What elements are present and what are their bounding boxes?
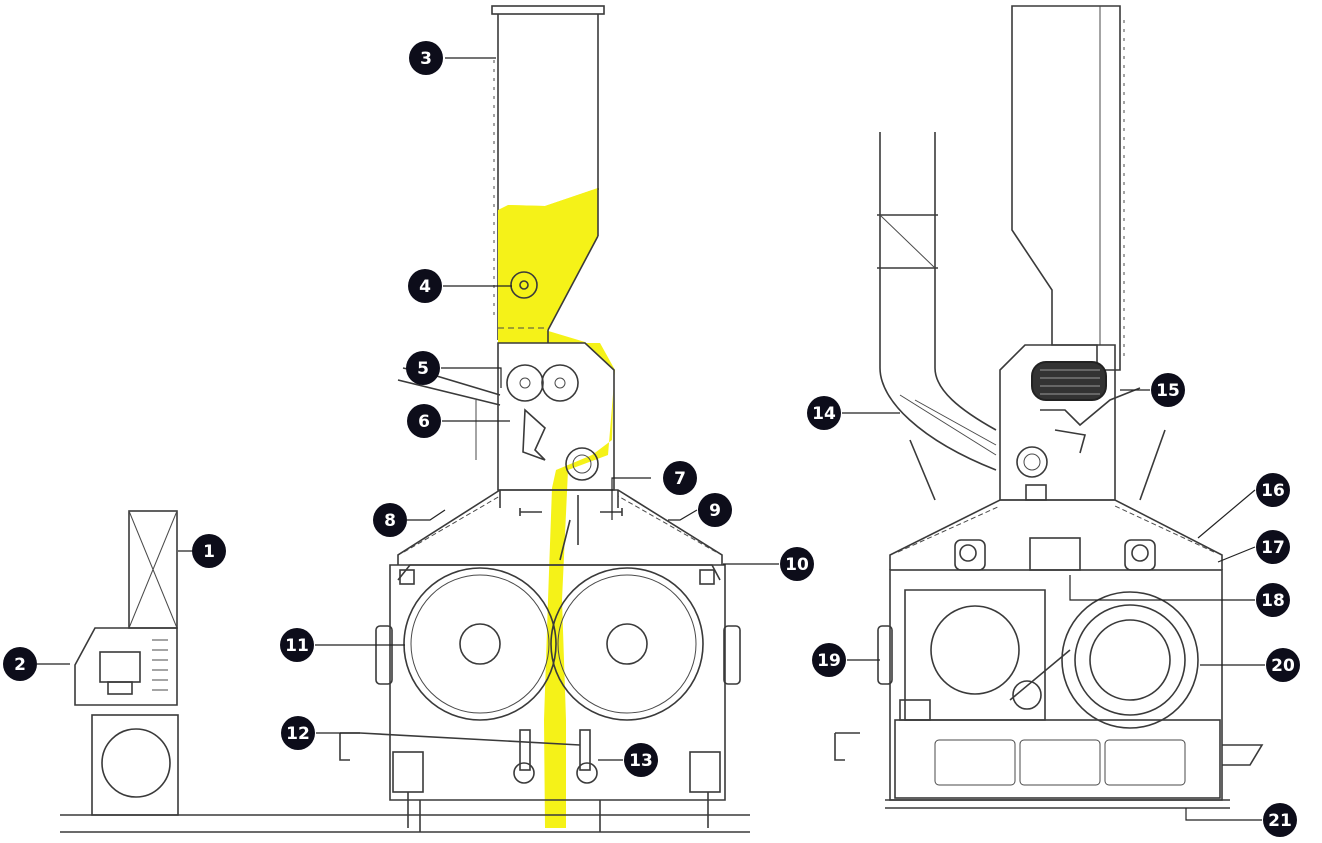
callout-20: 20 xyxy=(1266,648,1300,682)
roller-mill-section xyxy=(339,5,750,833)
svg-text:9: 9 xyxy=(709,501,721,521)
svg-text:19: 19 xyxy=(817,651,841,671)
callout-5: 5 xyxy=(406,351,440,385)
callout-10: 10 xyxy=(780,547,814,581)
callout-1: 1 xyxy=(192,534,226,568)
svg-text:18: 18 xyxy=(1261,591,1285,611)
material-flow xyxy=(498,188,615,828)
svg-text:14: 14 xyxy=(812,404,836,424)
callout-8: 8 xyxy=(373,503,407,537)
svg-text:5: 5 xyxy=(417,359,429,379)
callout-6: 6 xyxy=(407,404,441,438)
svg-text:6: 6 xyxy=(418,412,430,432)
svg-text:12: 12 xyxy=(286,724,310,744)
callout-18: 18 xyxy=(1256,583,1290,617)
callout-13: 13 xyxy=(624,743,658,777)
svg-text:4: 4 xyxy=(419,277,431,297)
svg-text:17: 17 xyxy=(1261,538,1285,558)
callout-2: 2 xyxy=(3,647,37,681)
callout-17: 17 xyxy=(1256,530,1290,564)
callout-19: 19 xyxy=(812,643,846,677)
callout-21: 21 xyxy=(1263,803,1297,837)
svg-text:3: 3 xyxy=(420,49,432,69)
callout-9: 9 xyxy=(698,493,732,527)
callout-14: 14 xyxy=(807,396,841,430)
svg-text:20: 20 xyxy=(1271,656,1295,676)
callout-11: 11 xyxy=(280,628,314,662)
leader-lines xyxy=(37,57,1265,821)
callout-7: 7 xyxy=(663,461,697,495)
svg-text:16: 16 xyxy=(1261,481,1285,501)
svg-text:2: 2 xyxy=(14,655,26,675)
svg-text:11: 11 xyxy=(285,636,309,656)
roller-mill-side-view xyxy=(834,5,1264,809)
svg-text:10: 10 xyxy=(785,555,809,575)
callout-15: 15 xyxy=(1151,373,1185,407)
feeder-unit xyxy=(60,510,390,833)
svg-text:1: 1 xyxy=(203,542,215,562)
callouts: 1 2 3 4 5 6 7 8 9 10 11 xyxy=(3,41,1300,837)
svg-text:8: 8 xyxy=(384,511,396,531)
callout-12: 12 xyxy=(281,716,315,750)
svg-text:15: 15 xyxy=(1156,381,1180,401)
callout-16: 16 xyxy=(1256,473,1290,507)
callout-3: 3 xyxy=(409,41,443,75)
svg-text:21: 21 xyxy=(1268,811,1292,831)
svg-text:7: 7 xyxy=(674,469,686,489)
callout-4: 4 xyxy=(408,269,442,303)
svg-text:13: 13 xyxy=(629,751,653,771)
